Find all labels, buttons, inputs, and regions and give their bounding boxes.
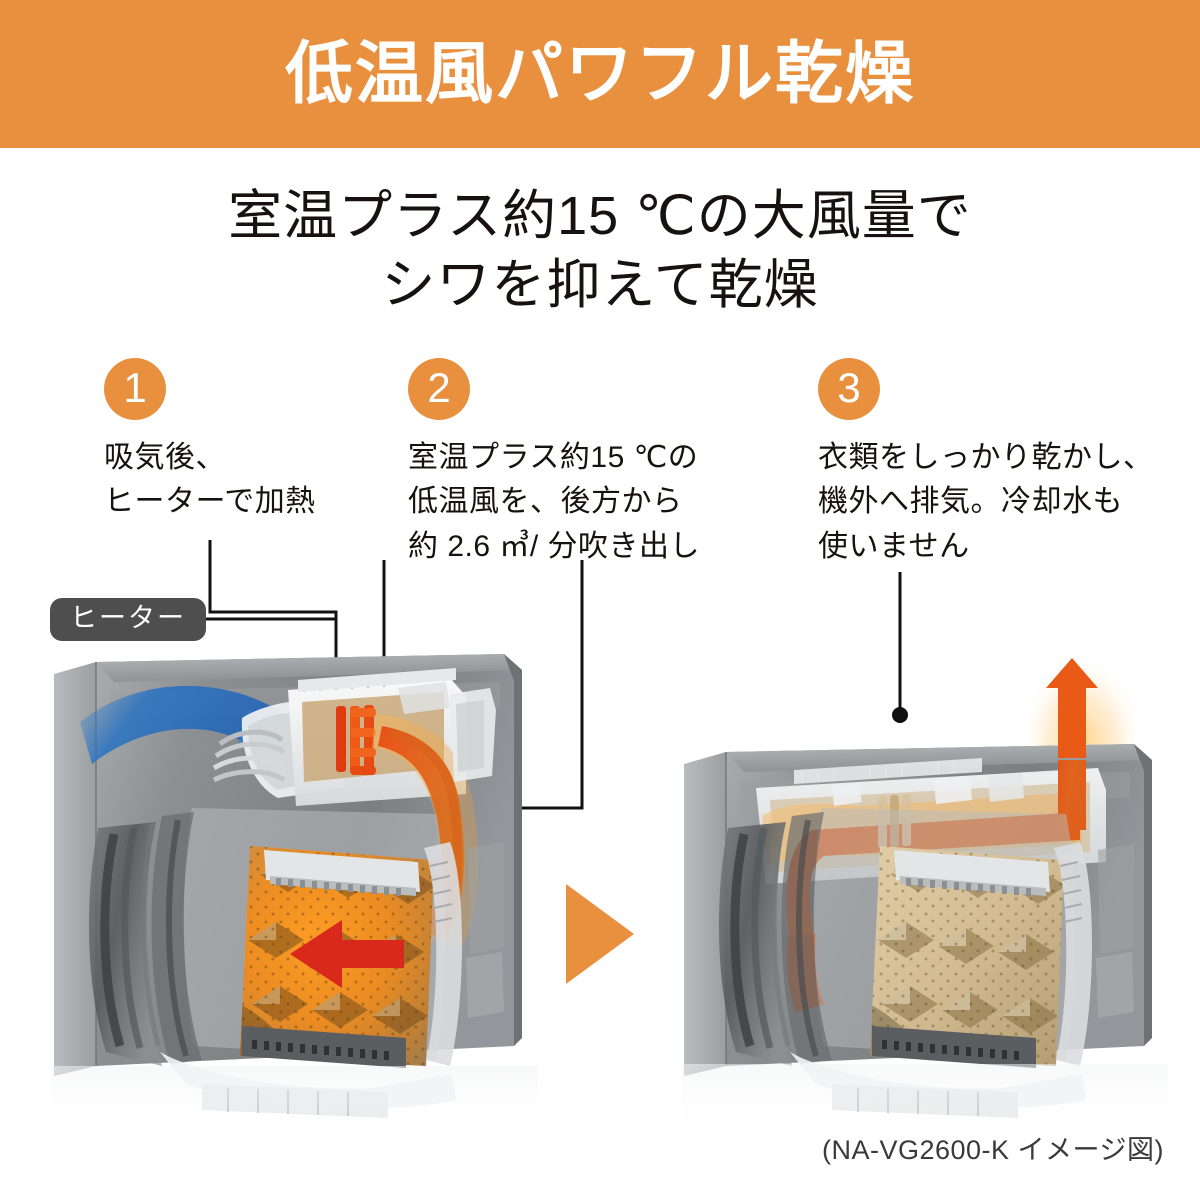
step-3: 3 衣類をしっかり乾かし、 機外へ排気。冷却水も 使いません [818, 358, 1154, 569]
subtitle-line-1: 室温プラス約15 ℃の大風量で [228, 186, 972, 246]
washing-machine-left-illustration [52, 654, 538, 1140]
heater-label-badge: ヒーター [50, 598, 206, 641]
washing-machine-right-illustration [682, 640, 1168, 1140]
step-1-line-2: ヒーターで加熱 [104, 485, 316, 519]
step-2: 2 室温プラス約15 ℃の 低温風を、後方から 約 2.6 ㎥/ 分吹き出し [408, 358, 700, 569]
process-flow-arrow-icon [566, 884, 634, 984]
step-1-number: 1 [104, 358, 166, 420]
step-3-number: 3 [818, 358, 880, 420]
step-2-number: 2 [408, 358, 470, 420]
step-1: 1 吸気後、 ヒーターで加熱 [104, 358, 316, 525]
step-2-line-1: 室温プラス約15 ℃の [408, 441, 699, 474]
step-3-text: 衣類をしっかり乾かし、 機外へ排気。冷却水も 使いません [818, 436, 1154, 569]
product-model-caption: (NA-VG2600-K イメージ図) [821, 1135, 1164, 1165]
step-1-text: 吸気後、 ヒーターで加熱 [104, 436, 316, 525]
step-3-line-3: 使いません [818, 529, 970, 563]
step-3-line-1: 衣類をしっかり乾かし、 [818, 441, 1154, 474]
subtitle-line-2: シワを抑えて乾燥 [381, 255, 819, 316]
subtitle: 室温プラス約15 ℃の大風量で シワを抑えて乾燥 [0, 182, 1200, 320]
banner-title: 低温風パワフル乾燥 [284, 36, 915, 112]
step-3-line-2: 機外へ排気。冷却水も [818, 485, 1123, 519]
header-banner: 低温風パワフル乾燥 [0, 0, 1200, 148]
step-2-line-3: 約 2.6 ㎥/ 分吹き出し [408, 529, 701, 563]
step-2-line-2: 低温風を、後方から [408, 485, 683, 519]
step-2-text: 室温プラス約15 ℃の 低温風を、後方から 約 2.6 ㎥/ 分吹き出し [408, 436, 700, 569]
step-1-line-1: 吸気後、 [104, 441, 226, 474]
